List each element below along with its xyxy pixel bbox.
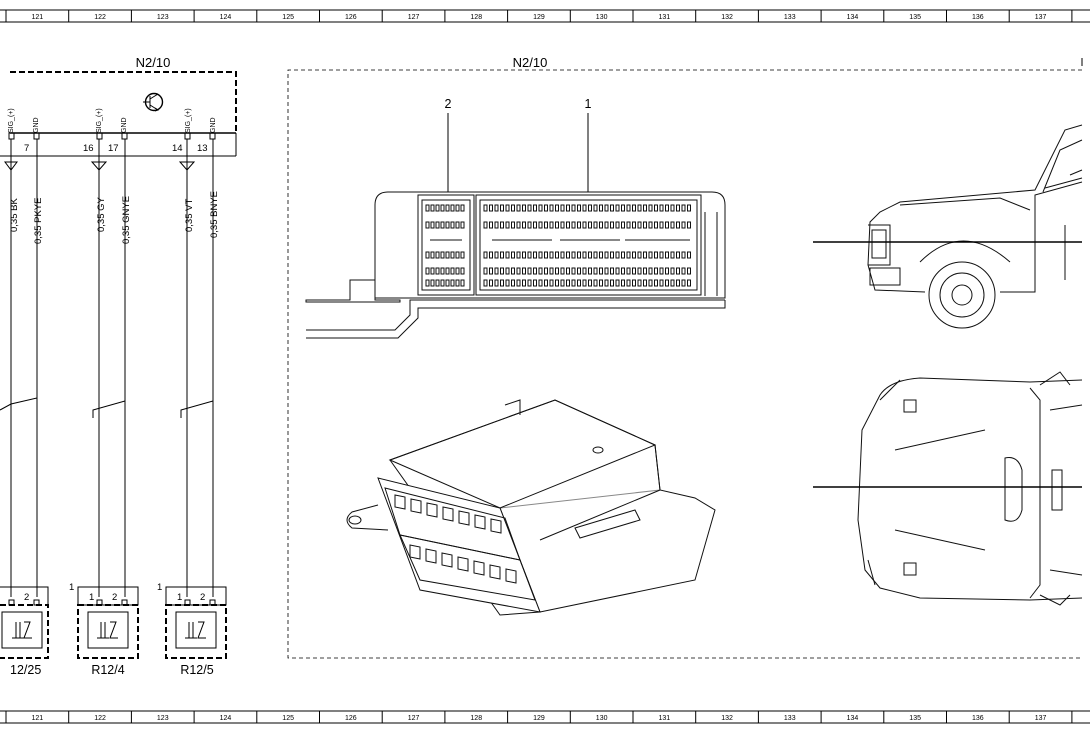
grid-column-label: 133 (784, 715, 796, 722)
pin-label-sig: SIG_(+) (185, 108, 192, 133)
sensor-r12-5: 1 1 2 R12/5 (157, 582, 227, 677)
sensor-pin: 1 (89, 592, 94, 603)
pin-number: 17 (108, 143, 119, 154)
grid-column-label: 125 (282, 715, 294, 722)
control-unit-front-view (305, 191, 726, 339)
wire-labels: 0,35 BK 0,35 PKYE 0,35 GY 0,35 GNYE 0,35… (9, 191, 220, 244)
grid-column-label: 127 (408, 14, 420, 21)
pin-number: 13 (197, 143, 208, 154)
pin-number: 16 (83, 143, 94, 154)
pin-label-gnd: GND (121, 117, 128, 133)
vehicle-side-view (813, 124, 1083, 329)
grid-column-label: 129 (533, 715, 545, 722)
grid-column-label: 127 (408, 715, 420, 722)
pin-labels: SIG_(+) GND SIG_(+) GND SIG_(+) GND (8, 108, 217, 133)
sensor-label: R12/5 (180, 663, 213, 677)
pin-number: 7 (24, 143, 29, 154)
sensor-pin: 2 (24, 592, 29, 603)
schematic-module-label: N2/10 (136, 55, 171, 70)
grid-column-label: 124 (220, 715, 232, 722)
grid-column-label: 134 (847, 715, 859, 722)
bottom-grid-ruler: 121 122 123 124 125 126 127 128 129 130 131 132 133 1… (0, 710, 1090, 724)
grid-column-label: 122 (94, 14, 106, 21)
grid-column-label: 131 (659, 715, 671, 722)
grid-column-label: 131 (659, 14, 671, 21)
grid-column-label: 137 (1035, 14, 1047, 21)
grid-column-label: 128 (470, 715, 482, 722)
pin-numbers: 7 16 17 14 13 (24, 143, 208, 154)
grid-column-label: 123 (157, 715, 169, 722)
wire-label: 0,35 GNYE (121, 196, 132, 244)
connector-number: 1 (69, 582, 74, 593)
schematic-module: N2/10 (0, 55, 237, 157)
location-module-label: N2/10 (513, 55, 548, 70)
wire-label: 0,35 PKYE (33, 198, 44, 244)
callout-number: 1 (585, 97, 592, 111)
wire-label: 0,35 VT (184, 199, 195, 232)
grid-column-label: 130 (596, 14, 608, 21)
location-view-panel: N2/10 (287, 55, 1083, 659)
wire-label: 0,35 BNYE (209, 191, 220, 238)
sensor-pin: 2 (112, 592, 117, 603)
sensor-r12-4: 1 1 2 R12/4 (69, 582, 139, 677)
grid-column-label: 121 (32, 14, 44, 21)
grid-column-label: 123 (157, 14, 169, 21)
wire-label: 0,35 BK (9, 198, 20, 232)
grid-column-label: 136 (972, 715, 984, 722)
sensor-element-icon (12, 621, 32, 639)
grid-column-label: 121 (32, 715, 44, 722)
sensor-pin: 2 (200, 592, 205, 603)
wire-label: 0,35 GY (96, 196, 107, 232)
grid-column-label: 135 (909, 14, 921, 21)
grid-column-label: 128 (470, 14, 482, 21)
grid-column-label: 132 (721, 14, 733, 21)
grid-column-label: 129 (533, 14, 545, 21)
control-unit-isometric-view (346, 399, 716, 616)
grid-column-label: 134 (847, 14, 859, 21)
grid-column-label: 137 (1035, 715, 1047, 722)
top-grid-ruler: 121 122 123 124 125 126 127 128 129 130 131 132 133 1… (0, 9, 1090, 23)
grid-column-label: 126 (345, 715, 357, 722)
grid-column-label: 135 (909, 715, 921, 722)
pin-label-sig: SIG_(+) (96, 108, 103, 133)
pin-number: 14 (172, 143, 183, 154)
sensor-r12-25: 2 12/25 (0, 586, 49, 677)
grid-column-label: 136 (972, 14, 984, 21)
grid-column-label: 133 (784, 14, 796, 21)
vehicle-top-view (813, 371, 1083, 606)
connector-number: 1 (157, 582, 162, 593)
callout-number: 2 (445, 97, 452, 111)
pin-label-gnd: GND (33, 117, 40, 133)
grid-column-label: 126 (345, 14, 357, 21)
sensor-label: 12/25 (10, 663, 41, 677)
grid-column-label: 125 (282, 14, 294, 21)
sensor-element-icon (185, 621, 206, 639)
grid-column-label: 130 (596, 715, 608, 722)
sensor-label: R12/4 (91, 663, 124, 677)
sensor-element-icon (97, 621, 118, 639)
pin-label-sig: SIG_(+) (8, 108, 15, 133)
grid-column-label: 124 (220, 14, 232, 21)
grid-column-label: 132 (721, 715, 733, 722)
transistor-icon (143, 92, 164, 112)
pin-label-gnd: GND (210, 117, 217, 133)
wires (0, 132, 216, 597)
grid-column-label: 122 (94, 715, 106, 722)
sensor-pin: 1 (177, 592, 182, 603)
